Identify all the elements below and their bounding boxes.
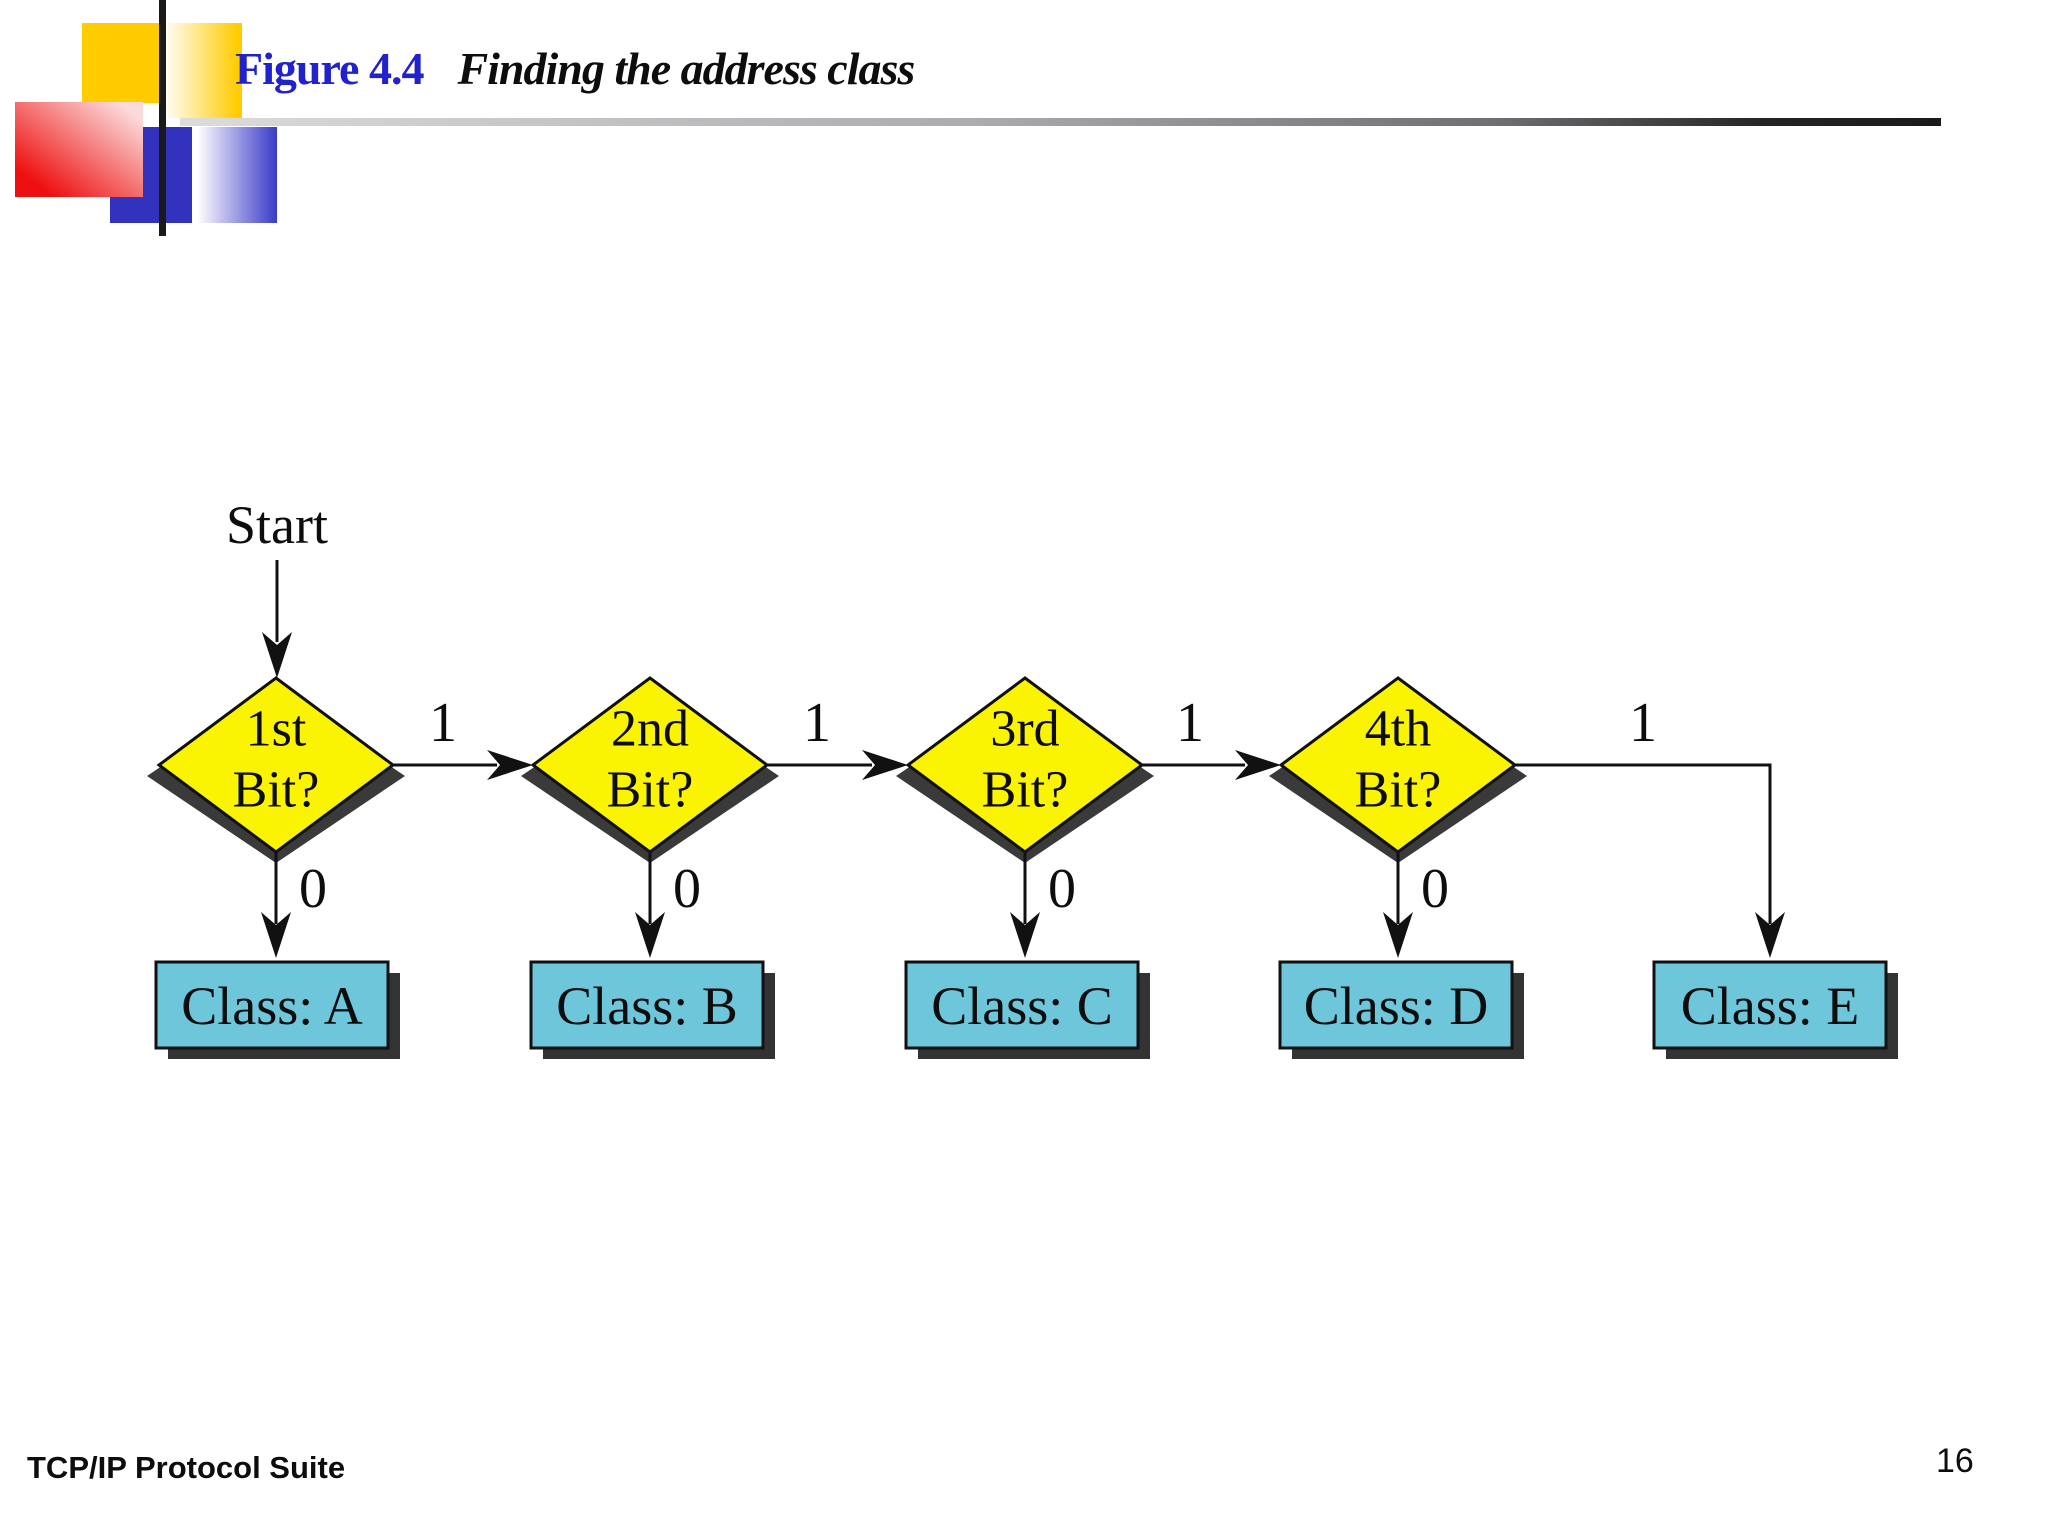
logo-blue-gradient-square	[197, 127, 277, 223]
edge-3rd-to-class-c: 0	[1010, 852, 1076, 958]
decision-3rd-bit: 3rd Bit?	[896, 676, 1154, 863]
edge-1st-to-class-a: 0	[261, 852, 327, 958]
decision-1st-bit: 1st Bit?	[147, 676, 405, 863]
edge-1st-to-2nd: 1	[393, 692, 533, 780]
branch-label-one: 1	[1176, 692, 1204, 754]
edge-4th-to-class-e: 1	[1515, 692, 1785, 958]
edge-2nd-to-3rd: 1	[767, 692, 908, 780]
svg-text:Class: C: Class: C	[931, 976, 1113, 1036]
decision-4th-bit: 4th Bit?	[1269, 676, 1527, 863]
svg-text:Bit?: Bit?	[1355, 762, 1442, 819]
svg-text:3rd: 3rd	[990, 701, 1059, 758]
svg-text:Class: B: Class: B	[556, 976, 738, 1036]
branch-label-one: 1	[1629, 692, 1657, 754]
svg-text:1st: 1st	[246, 701, 307, 758]
logo-vertical-line	[159, 0, 166, 236]
branch-label-one: 1	[803, 692, 831, 754]
result-class-e: Class: E	[1652, 960, 1898, 1059]
branch-label-zero: 0	[1421, 858, 1449, 920]
svg-text:2nd: 2nd	[611, 701, 689, 758]
logo-red-gradient-square	[15, 102, 143, 197]
decision-2nd-bit: 2nd Bit?	[521, 676, 779, 863]
branch-label-one: 1	[429, 692, 457, 754]
page-number: 16	[1936, 1442, 1974, 1480]
svg-text:Bit?: Bit?	[233, 762, 320, 819]
branch-label-zero: 0	[673, 858, 701, 920]
footer-book-title: TCP/IP Protocol Suite	[27, 1450, 346, 1485]
result-class-b: Class: B	[529, 960, 775, 1059]
result-class-a: Class: A	[154, 960, 400, 1059]
logo-yellow-square	[82, 23, 160, 103]
logo-yellow-gradient-square	[163, 23, 242, 118]
svg-text:Class: D: Class: D	[1304, 976, 1489, 1036]
slide-header: Figure 4.4 Finding the address class	[235, 43, 915, 95]
edge-4th-to-class-d: 0	[1383, 852, 1449, 958]
branch-label-zero: 0	[1048, 858, 1076, 920]
result-class-d: Class: D	[1278, 960, 1524, 1059]
result-class-c: Class: C	[904, 960, 1150, 1059]
start-label: Start	[226, 495, 328, 555]
svg-text:Class: A: Class: A	[181, 976, 363, 1036]
edge-start-to-1st-bit	[262, 560, 292, 678]
header-divider-line	[180, 118, 1941, 126]
branch-label-zero: 0	[299, 858, 327, 920]
svg-text:Bit?: Bit?	[982, 762, 1069, 819]
svg-text:Bit?: Bit?	[607, 762, 694, 819]
figure-number: Figure 4.4	[235, 43, 424, 94]
edge-3rd-to-4th: 1	[1142, 692, 1281, 780]
edge-2nd-to-class-b: 0	[635, 852, 701, 958]
svg-text:Class: E: Class: E	[1681, 976, 1860, 1036]
svg-text:4th: 4th	[1365, 701, 1431, 758]
figure-title: Finding the address class	[457, 43, 915, 94]
